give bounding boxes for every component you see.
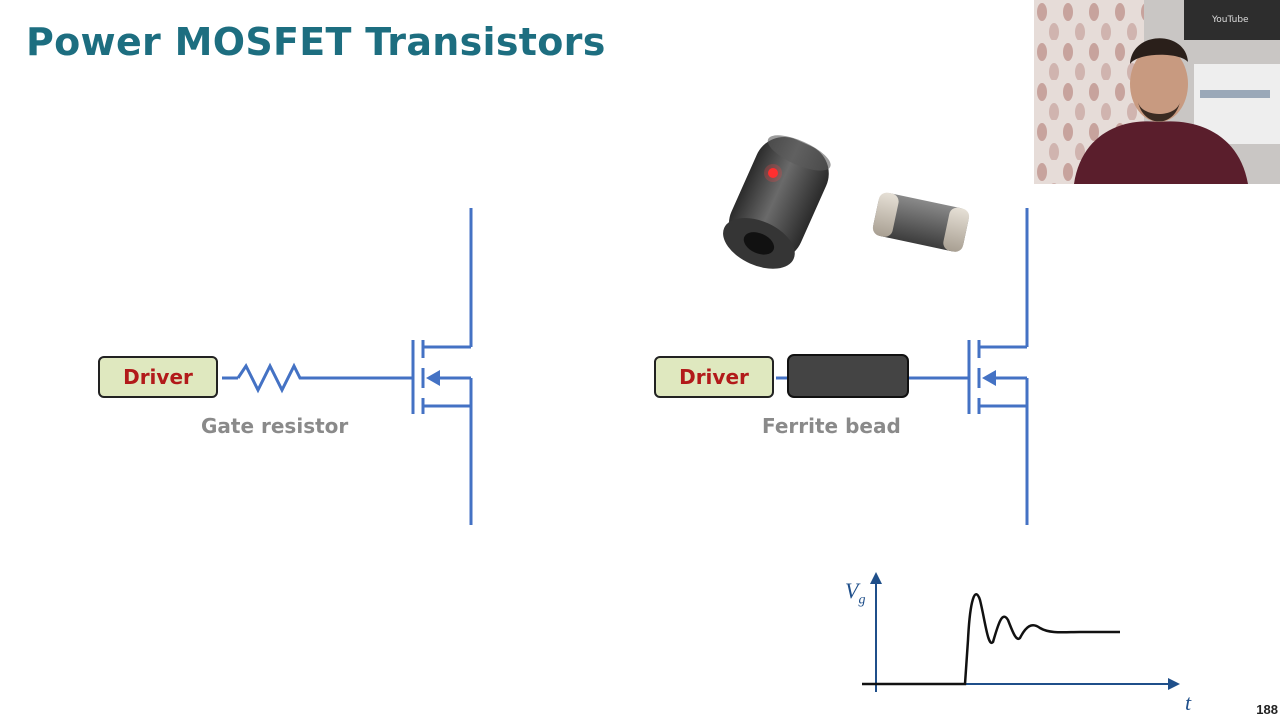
webcam-sign-text: YouTube <box>1211 15 1249 25</box>
y-axis-subscript: g <box>858 592 866 608</box>
laser-pointer-dot <box>768 168 778 178</box>
right-circuit <box>776 208 1029 525</box>
slide-title: Power MOSFET Transistors <box>26 20 606 64</box>
y-axis-label: Vg <box>845 578 866 608</box>
ferrite-cylinder-photo <box>723 135 831 269</box>
webcam-scene: YouTube <box>1034 0 1280 184</box>
page-number: 188 <box>1256 702 1278 717</box>
gate-resistor-caption: Gate resistor <box>201 414 349 438</box>
waveform-trace <box>862 593 1120 686</box>
ferrite-bead-block <box>787 354 909 398</box>
smd-ferrite-photo <box>872 192 970 252</box>
x-axis-label: t <box>1185 690 1192 715</box>
gate-voltage-waveform <box>862 572 1180 692</box>
left-driver-box: Driver <box>98 356 218 398</box>
left-mosfet-arrow <box>426 370 440 386</box>
right-driver-box: Driver <box>654 356 774 398</box>
ferrite-bead-caption: Ferrite bead <box>762 414 901 438</box>
left-circuit <box>222 208 473 525</box>
gate-resistor-symbol <box>236 362 312 394</box>
webcam-overlay: YouTube <box>1034 0 1280 184</box>
right-mosfet-arrow <box>982 370 996 386</box>
